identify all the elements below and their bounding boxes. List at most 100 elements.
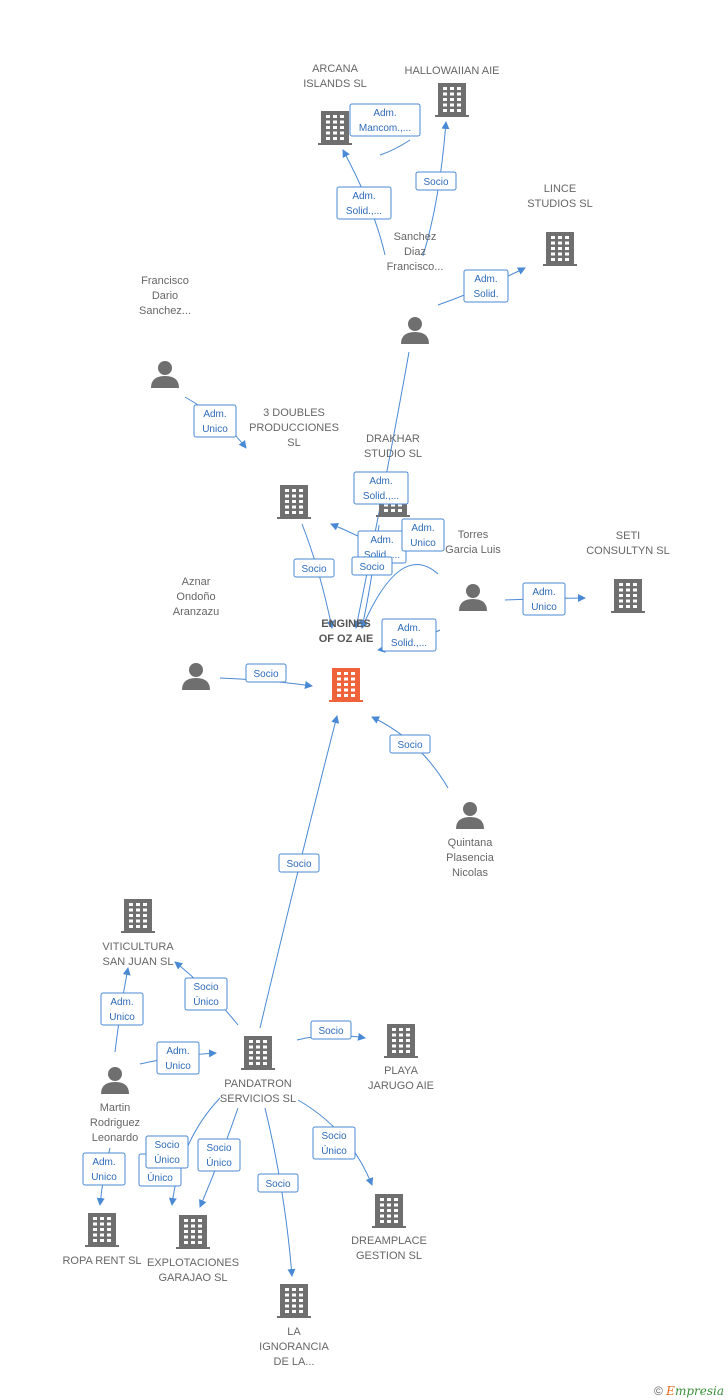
edge-label-text: Socio <box>154 1140 179 1151</box>
person-icon[interactable] <box>401 317 429 344</box>
edge-label-e10[interactable]: Socio <box>351 556 393 576</box>
building-icon[interactable] <box>318 111 352 145</box>
edge-label-text: Adm. <box>352 191 375 202</box>
building-icon[interactable] <box>176 1215 210 1249</box>
edge-label-text: Solid.,... <box>363 491 399 502</box>
node-label: Garcia Luis <box>445 544 501 556</box>
edge-label-text: Solid. <box>473 289 498 300</box>
edge-label-e12[interactable]: Adm.Solid.,... <box>381 618 437 652</box>
center-building-icon[interactable] <box>329 668 363 702</box>
building-icon[interactable] <box>435 83 469 117</box>
edge-label-e5[interactable]: Adm.Unico <box>193 404 237 438</box>
person-icon[interactable] <box>101 1067 129 1094</box>
edge-label-text: Socio <box>206 1143 231 1154</box>
edge-label-text: Unico <box>91 1172 117 1183</box>
edge-label-e9[interactable]: Socio <box>293 558 335 578</box>
edge-label-text: Único <box>154 1153 180 1166</box>
node-hallowaiian[interactable]: HALLOWAIIAN AIE <box>405 65 500 117</box>
edge-label-e1[interactable]: Adm.Mancom.,... <box>349 103 421 137</box>
node-label: Aranzazu <box>173 606 219 618</box>
person-icon[interactable] <box>151 361 179 388</box>
edge-label-e3[interactable]: Socio <box>415 171 457 191</box>
edge-label-text: Adm. <box>397 623 420 634</box>
edge-label-text: Unico <box>109 1012 135 1023</box>
node-label: Nicolas <box>452 867 489 879</box>
building-icon[interactable] <box>277 485 311 519</box>
person-icon[interactable] <box>459 584 487 611</box>
edge-label-e24[interactable]: Socio <box>257 1173 299 1193</box>
node-label: Quintana <box>448 837 494 849</box>
building-icon[interactable] <box>543 232 577 266</box>
node-label: STUDIO SL <box>364 448 422 460</box>
node-label: DREAMPLACE <box>351 1235 427 1247</box>
building-icon[interactable] <box>121 899 155 933</box>
edge-label-text: Socio <box>359 562 384 573</box>
building-icon[interactable] <box>611 579 645 613</box>
edge-label-e21[interactable]: Adm. Unico <box>82 1152 126 1186</box>
edge-label-text: Único <box>206 1156 232 1169</box>
node-roparent[interactable]: ROPA RENT SL <box>62 1213 142 1267</box>
edge-label-text: Adm. <box>370 535 393 546</box>
edge-label-e19[interactable]: Socio <box>310 1020 352 1040</box>
edge-label-e14[interactable]: Socio <box>389 734 431 754</box>
node-label: ENGINES <box>321 618 371 630</box>
relation-edge-e8 <box>361 564 439 629</box>
node-label: Francisco... <box>387 261 444 273</box>
node-label: JARUGO AIE <box>368 1080 434 1092</box>
node-label: ARCANA <box>312 63 359 75</box>
person-icon[interactable] <box>182 663 210 690</box>
edge-label-text: Adm. <box>92 1157 115 1168</box>
edge-label-text: Único <box>321 1144 347 1157</box>
edge-label-e6[interactable]: Adm. Solid.,... <box>353 471 409 505</box>
node-label: Sanchez... <box>139 305 191 317</box>
node-label: SL <box>287 437 300 449</box>
node-label: LINCE <box>544 183 576 195</box>
edge-label-e8[interactable]: Adm.Unico <box>401 518 445 552</box>
building-icon[interactable] <box>85 1213 119 1247</box>
building-icon[interactable] <box>372 1194 406 1228</box>
edge-label-e4[interactable]: Adm.Solid. <box>463 269 509 303</box>
edge-label-e15[interactable]: Socio <box>278 853 320 873</box>
building-icon[interactable] <box>241 1036 275 1070</box>
building-icon[interactable] <box>277 1284 311 1318</box>
node-franciscodario[interactable]: FranciscoDarioSanchez... <box>139 275 191 388</box>
edge-label-e13[interactable]: Socio <box>245 663 287 683</box>
edge-label-e18[interactable]: Adm.Unico <box>156 1041 200 1075</box>
edge-label-e2[interactable]: Adm.Solid.,... <box>336 186 392 220</box>
edge-label-text: Adm. <box>369 476 392 487</box>
node-label: ROPA RENT SL <box>62 1255 141 1267</box>
node-label: Plasencia <box>446 852 495 864</box>
edge-label-text: Socio <box>318 1026 343 1037</box>
relation-edge-e1 <box>379 139 411 156</box>
edge-label-text: Socio <box>253 669 278 680</box>
node-sanchezdiaz[interactable]: SanchezDiazFrancisco... <box>387 231 444 344</box>
footer-brand: © Empresia <box>654 1384 724 1398</box>
building-icon[interactable] <box>384 1024 418 1058</box>
edge-label-e11[interactable]: Adm.Unico <box>522 582 566 616</box>
empresia-logo[interactable]: Empresia <box>666 1384 724 1398</box>
node-label: SERVICIOS SL <box>220 1093 296 1105</box>
edge-label-text: Solid.,... <box>364 550 400 561</box>
edge-label-text: Adm. <box>166 1046 189 1057</box>
edge-label-e17[interactable]: Adm.Unico <box>100 992 144 1026</box>
person-icon[interactable] <box>456 802 484 829</box>
